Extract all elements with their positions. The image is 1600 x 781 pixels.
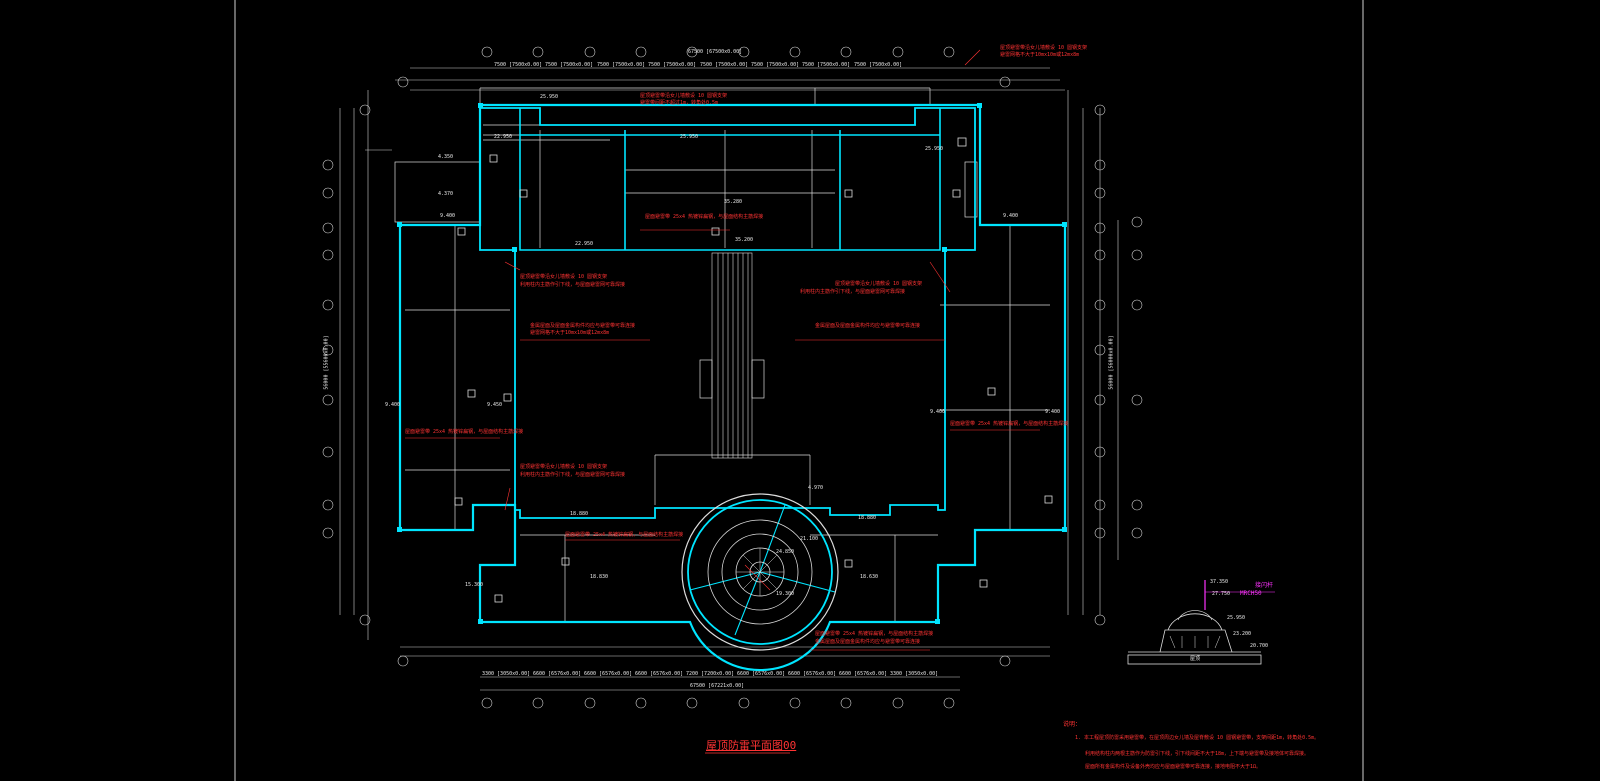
- annotation-text: 利用柱内主筋作引下线，与屋面避雷网可靠焊接: [800, 289, 906, 295]
- elevation-label: 35.280: [724, 199, 743, 205]
- elevation-label: 9.400: [1003, 213, 1019, 219]
- dimension-top-span: 7500 [7500x0.00]: [802, 62, 851, 68]
- elevation-label: 9.400: [1045, 409, 1061, 415]
- elevation-label: 9.450: [487, 402, 503, 408]
- annotation-leaders: [405, 49, 1040, 651]
- annotation-text: 屋顶避雷带沿女儿墙敷设 10 圆钢支架: [1000, 45, 1088, 51]
- dimension-bottom-span: 6600 [6576x0.00]: [839, 671, 888, 677]
- annotation-text: 金属屋面及屋面金属构件均应与避雷带可靠连接: [815, 323, 921, 329]
- dimension-bottom-span: 3300 [3050x0.00]: [482, 671, 531, 677]
- elevation-label: 9.400: [385, 402, 401, 408]
- detail-elevation: 23.200: [1233, 631, 1252, 637]
- notes-line: 屋面所有金属构件及设备外壳均应与屋面避雷带可靠连接，接地电阻不大于1Ω。: [1085, 764, 1262, 770]
- dimension-bottom-span: 6600 [6576x0.00]: [737, 671, 786, 677]
- protection-corners: [397, 103, 1067, 624]
- dimension-top-span: 7500 [7500x0.00]: [648, 62, 697, 68]
- detail-elevation: 27.750: [1212, 591, 1231, 597]
- annotation-text: 屋面避雷带 25x4 热镀锌扁钢，与屋面结构主筋焊接: [815, 631, 934, 637]
- elevation-label: 35.200: [735, 237, 754, 243]
- annotation-text: 避雷网格不大于10mx10m或12mx8m: [1000, 52, 1080, 58]
- detail-base-label: 屋顶: [1190, 656, 1201, 662]
- elevation-label: 4.370: [438, 191, 454, 197]
- elevation-label: 24.850: [776, 549, 795, 555]
- elevation-label: 9.400: [930, 409, 946, 415]
- elevation-label: 18.880: [858, 515, 877, 521]
- annotation-text: 金属屋面及屋面金属构件均应与避雷带可靠连接: [815, 639, 921, 645]
- detail-tag: 接闪杆: [1255, 582, 1274, 589]
- detail-label: MRCH50: [1240, 590, 1262, 597]
- notes-heading: 说明：: [1063, 721, 1082, 728]
- elevation-label: 25.950: [540, 94, 559, 100]
- elevation-label: 25.950: [925, 146, 944, 152]
- elevation-label: 15.300: [465, 582, 484, 588]
- dimension-top-span: 7500 [7500x0.00]: [854, 62, 903, 68]
- upper-block-outline: [519, 108, 941, 251]
- annotation-text: 利用柱内主筋作引下线，与屋面避雷网可靠焊接: [520, 282, 626, 288]
- annotation-text: 屋顶避雷带沿女儿墙敷设 10 圆钢支架: [520, 274, 608, 280]
- notes-line: 1. 本工程屋顶防雷采用避雷带，在屋顶周边女儿墙及屋脊敷设 10 圆钢避雷带，支…: [1075, 735, 1320, 741]
- central-corridor: [711, 252, 753, 459]
- dimension-top-span: 7500 [7500x0.00]: [751, 62, 800, 68]
- dimension-bottom-span: 6600 [6576x0.00]: [635, 671, 684, 677]
- elevation-label: 4.350: [438, 154, 454, 160]
- elevation-label: 22.950: [494, 134, 513, 140]
- annotation-text: 避雷网格不大于10mx10m或12mx8m: [530, 330, 610, 336]
- annotation-text: 屋顶避雷带沿女儿墙敷设 10 圆钢支架: [520, 464, 608, 470]
- elevation-label: 18.880: [570, 511, 589, 517]
- grid-axis-bubbles: [322, 46, 1143, 709]
- dimension-bottom-span: 3300 [3050x0.00]: [890, 671, 939, 677]
- dimension-bottom-span: 6600 [6576x0.00]: [533, 671, 582, 677]
- dimension-top-span: 7500 [7500x0.00]: [700, 62, 749, 68]
- annotation-text: 屋顶避雷带沿女儿墙敷设 10 圆钢支架: [835, 281, 923, 287]
- elevation-label: 4.970: [808, 485, 824, 491]
- annotation-text: 利用柱内主筋作引下线，与屋面避雷网可靠焊接: [520, 472, 626, 478]
- dimension-bottom-span: 7200 [7200x0.00]: [686, 671, 735, 677]
- annotation-text: 屋面避雷带 25x4 热镀锌扁钢，与屋面结构主筋焊接: [405, 429, 524, 435]
- elevation-label: 22.950: [575, 241, 594, 247]
- detail-dome-elevation: [1127, 580, 1275, 665]
- elevation-label: 21.100: [800, 536, 819, 542]
- dimension-bottom-span: 6600 [6576x0.00]: [788, 671, 837, 677]
- dimension-top-span: 7500 [7500x0.00]: [494, 62, 543, 68]
- elevation-label: 18.630: [860, 574, 879, 580]
- roof-equipment: [454, 137, 1053, 603]
- notes-line: 利用结构柱内两根主筋作为防雷引下线，引下线间距不大于18m，上下端与避雷带及接地…: [1085, 751, 1310, 757]
- roof-parapet-outline: [398, 103, 1067, 672]
- dimension-right-total: 56000 [56000x0.00]: [1108, 335, 1115, 390]
- annotation-text: 屋顶避雷带沿女儿墙敷设 10 圆钢支架: [640, 93, 728, 99]
- detail-elevation: 37.350: [1210, 579, 1229, 585]
- dimension-bottom-total: 67500 [67221x0.00]: [690, 683, 745, 689]
- annotation-text: 避雷带间距不超过1m，转角处0.5m: [640, 100, 719, 106]
- drawing-title: 屋顶防雷平面图00: [706, 739, 797, 752]
- elevation-label: 18.830: [590, 574, 609, 580]
- detail-elevation: 20.700: [1250, 643, 1269, 649]
- dimension-lines: [339, 67, 1119, 691]
- annotation-text: 屋面避雷带 25x4 热镀锌扁钢，与屋面结构主筋焊接: [565, 532, 684, 538]
- protection-downlead-lines: [689, 504, 836, 636]
- dimension-bottom-span: 6600 [6576x0.00]: [584, 671, 633, 677]
- rotunda-dome: [681, 493, 839, 651]
- annotation-text: 屋面避雷带 25x4 热镀锌扁钢，与屋面结构主筋焊接: [645, 214, 764, 220]
- annotation-text: 金属屋面及屋面金属构件均应与避雷带可靠连接: [530, 323, 636, 329]
- dimension-top-span: 7500 [7500x0.00]: [545, 62, 594, 68]
- elevation-label: 25.950: [680, 134, 699, 140]
- dimension-top-total: 67500 [67500x0.00]: [688, 49, 743, 55]
- dimension-top-span: 7500 [7500x0.00]: [597, 62, 646, 68]
- dimension-left-total: 56000 [55600x0.00]: [323, 335, 330, 390]
- elevation-label: 19.300: [776, 591, 795, 597]
- annotation-text: 屋面避雷带 25x4 热镀锌扁钢，与屋面结构主筋焊接: [950, 421, 1069, 427]
- detail-elevation: 25.950: [1227, 615, 1246, 621]
- elevation-label: 9.400: [440, 213, 456, 219]
